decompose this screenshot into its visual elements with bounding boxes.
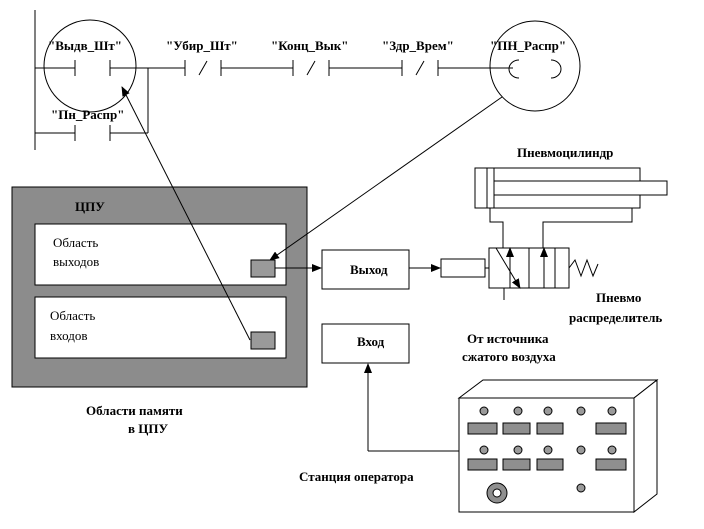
indicator-lamp [479, 445, 489, 455]
indicator-lamp [607, 406, 617, 416]
outputs-area-label: выходов [53, 254, 99, 269]
key-button [536, 422, 564, 435]
key-button [467, 422, 498, 435]
output-module [321, 249, 410, 290]
indicator-lamp [576, 483, 586, 493]
pneumatic-valve [440, 247, 599, 300]
contact-label: "Конц_Вык" [271, 38, 349, 53]
station-controls [467, 406, 627, 504]
inputs-area-label: входов [50, 328, 88, 343]
indicator-lamp [543, 445, 553, 455]
contact-zdr-vrem [401, 60, 439, 76]
highlight-circle-contact [43, 19, 137, 113]
ladder-rung [34, 10, 505, 150]
link-input-to-contact [121, 86, 251, 341]
valve-label: Пневмо [596, 290, 641, 305]
indicator-lamp [576, 406, 586, 416]
indicator-lamp [513, 406, 523, 416]
outputs-area-label: Область [53, 235, 98, 250]
valve-label: распределитель [569, 310, 662, 325]
cpu-title: ЦПУ [75, 199, 105, 214]
input-module-label: Вход [357, 334, 385, 349]
input-register [250, 331, 276, 350]
contact-vydv-sht [49, 60, 111, 76]
highlight-circle-coil [489, 20, 581, 112]
contact-pn-raspr [74, 125, 111, 141]
indicator-lamp [607, 445, 617, 455]
indicator-lamp [513, 445, 523, 455]
key-button [536, 458, 564, 471]
indicator-lamp [543, 406, 553, 416]
contact-label: "Здр_Врем" [382, 38, 454, 53]
key-button [467, 458, 498, 471]
contact-ubir-sht [184, 60, 222, 76]
link-coil-to-output [269, 96, 503, 261]
pneumatic-cylinder [474, 167, 668, 248]
output-module-label: Выход [350, 262, 388, 277]
air-source-label: От источника [467, 331, 549, 346]
indicator-lamp [576, 445, 586, 455]
contact-label: "Пн_Распр" [51, 107, 124, 122]
key-button [595, 422, 627, 435]
key-button [502, 458, 531, 471]
inputs-area-label: Область [50, 308, 95, 323]
key-button [502, 422, 531, 435]
contact-label: "Выдв_Шт" [48, 38, 122, 53]
cpu-caption: Области памяти [86, 403, 183, 418]
coil-label: "ПН_Распр" [490, 38, 566, 53]
input-module [321, 323, 410, 364]
contact-konts-vyk [292, 60, 330, 76]
coil-pn-raspr [505, 59, 562, 79]
cylinder-label: Пневмоцилиндр [517, 145, 613, 160]
contact-label: "Убир_Шт" [166, 38, 238, 53]
outputs-area [34, 223, 287, 286]
cpu-caption: в ЦПУ [128, 421, 168, 436]
air-source-label: сжатого воздуха [462, 349, 556, 364]
station-label: Станция оператора [299, 469, 414, 484]
indicator-lamp [479, 406, 489, 416]
output-register [250, 259, 276, 278]
key-button [595, 458, 627, 471]
